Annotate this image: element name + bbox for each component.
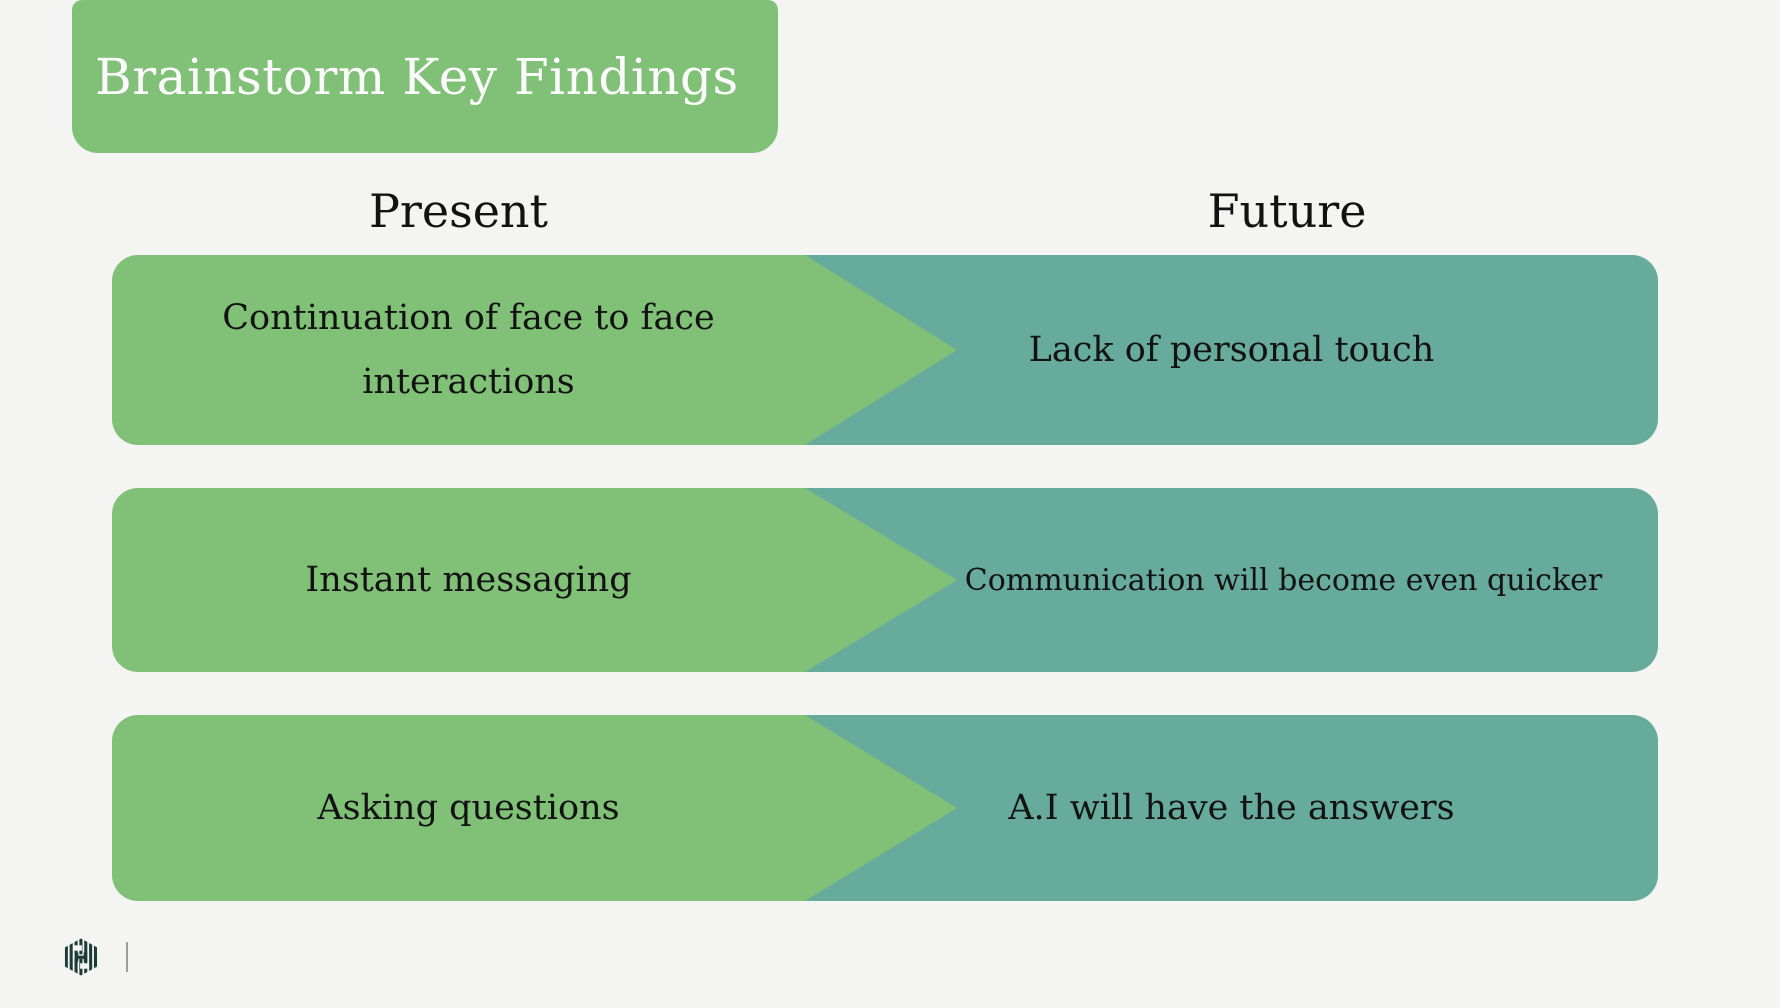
future-label: Communication will become even quicker: [964, 562, 1603, 598]
present-arrow-panel: [112, 715, 805, 901]
footer: [63, 938, 128, 976]
comparison-row: Asking questions A.I will have the answe…: [112, 715, 1658, 901]
present-arrow-panel: [112, 255, 805, 445]
present-arrow-panel: [112, 488, 805, 672]
slide-title: Brainstorm Key Findings: [95, 47, 739, 106]
comparison-row: Instant messaging Communication will bec…: [112, 488, 1658, 672]
column-header-present: Present: [368, 184, 549, 238]
footer-divider: [126, 942, 128, 972]
future-label: Lack of personal touch: [1028, 330, 1435, 370]
comparison-row: Continuation of face to face interaction…: [112, 255, 1658, 445]
present-label: Instant messaging: [305, 560, 632, 600]
future-label: A.I will have the answers: [1008, 788, 1455, 828]
hexagon-stripes-logo-icon: [64, 938, 98, 976]
present-label: Asking questions: [317, 788, 620, 828]
column-header-future: Future: [1207, 184, 1367, 238]
present-label: Continuation of face to face interaction…: [222, 298, 715, 402]
title-banner: Brainstorm Key Findings: [72, 0, 778, 153]
